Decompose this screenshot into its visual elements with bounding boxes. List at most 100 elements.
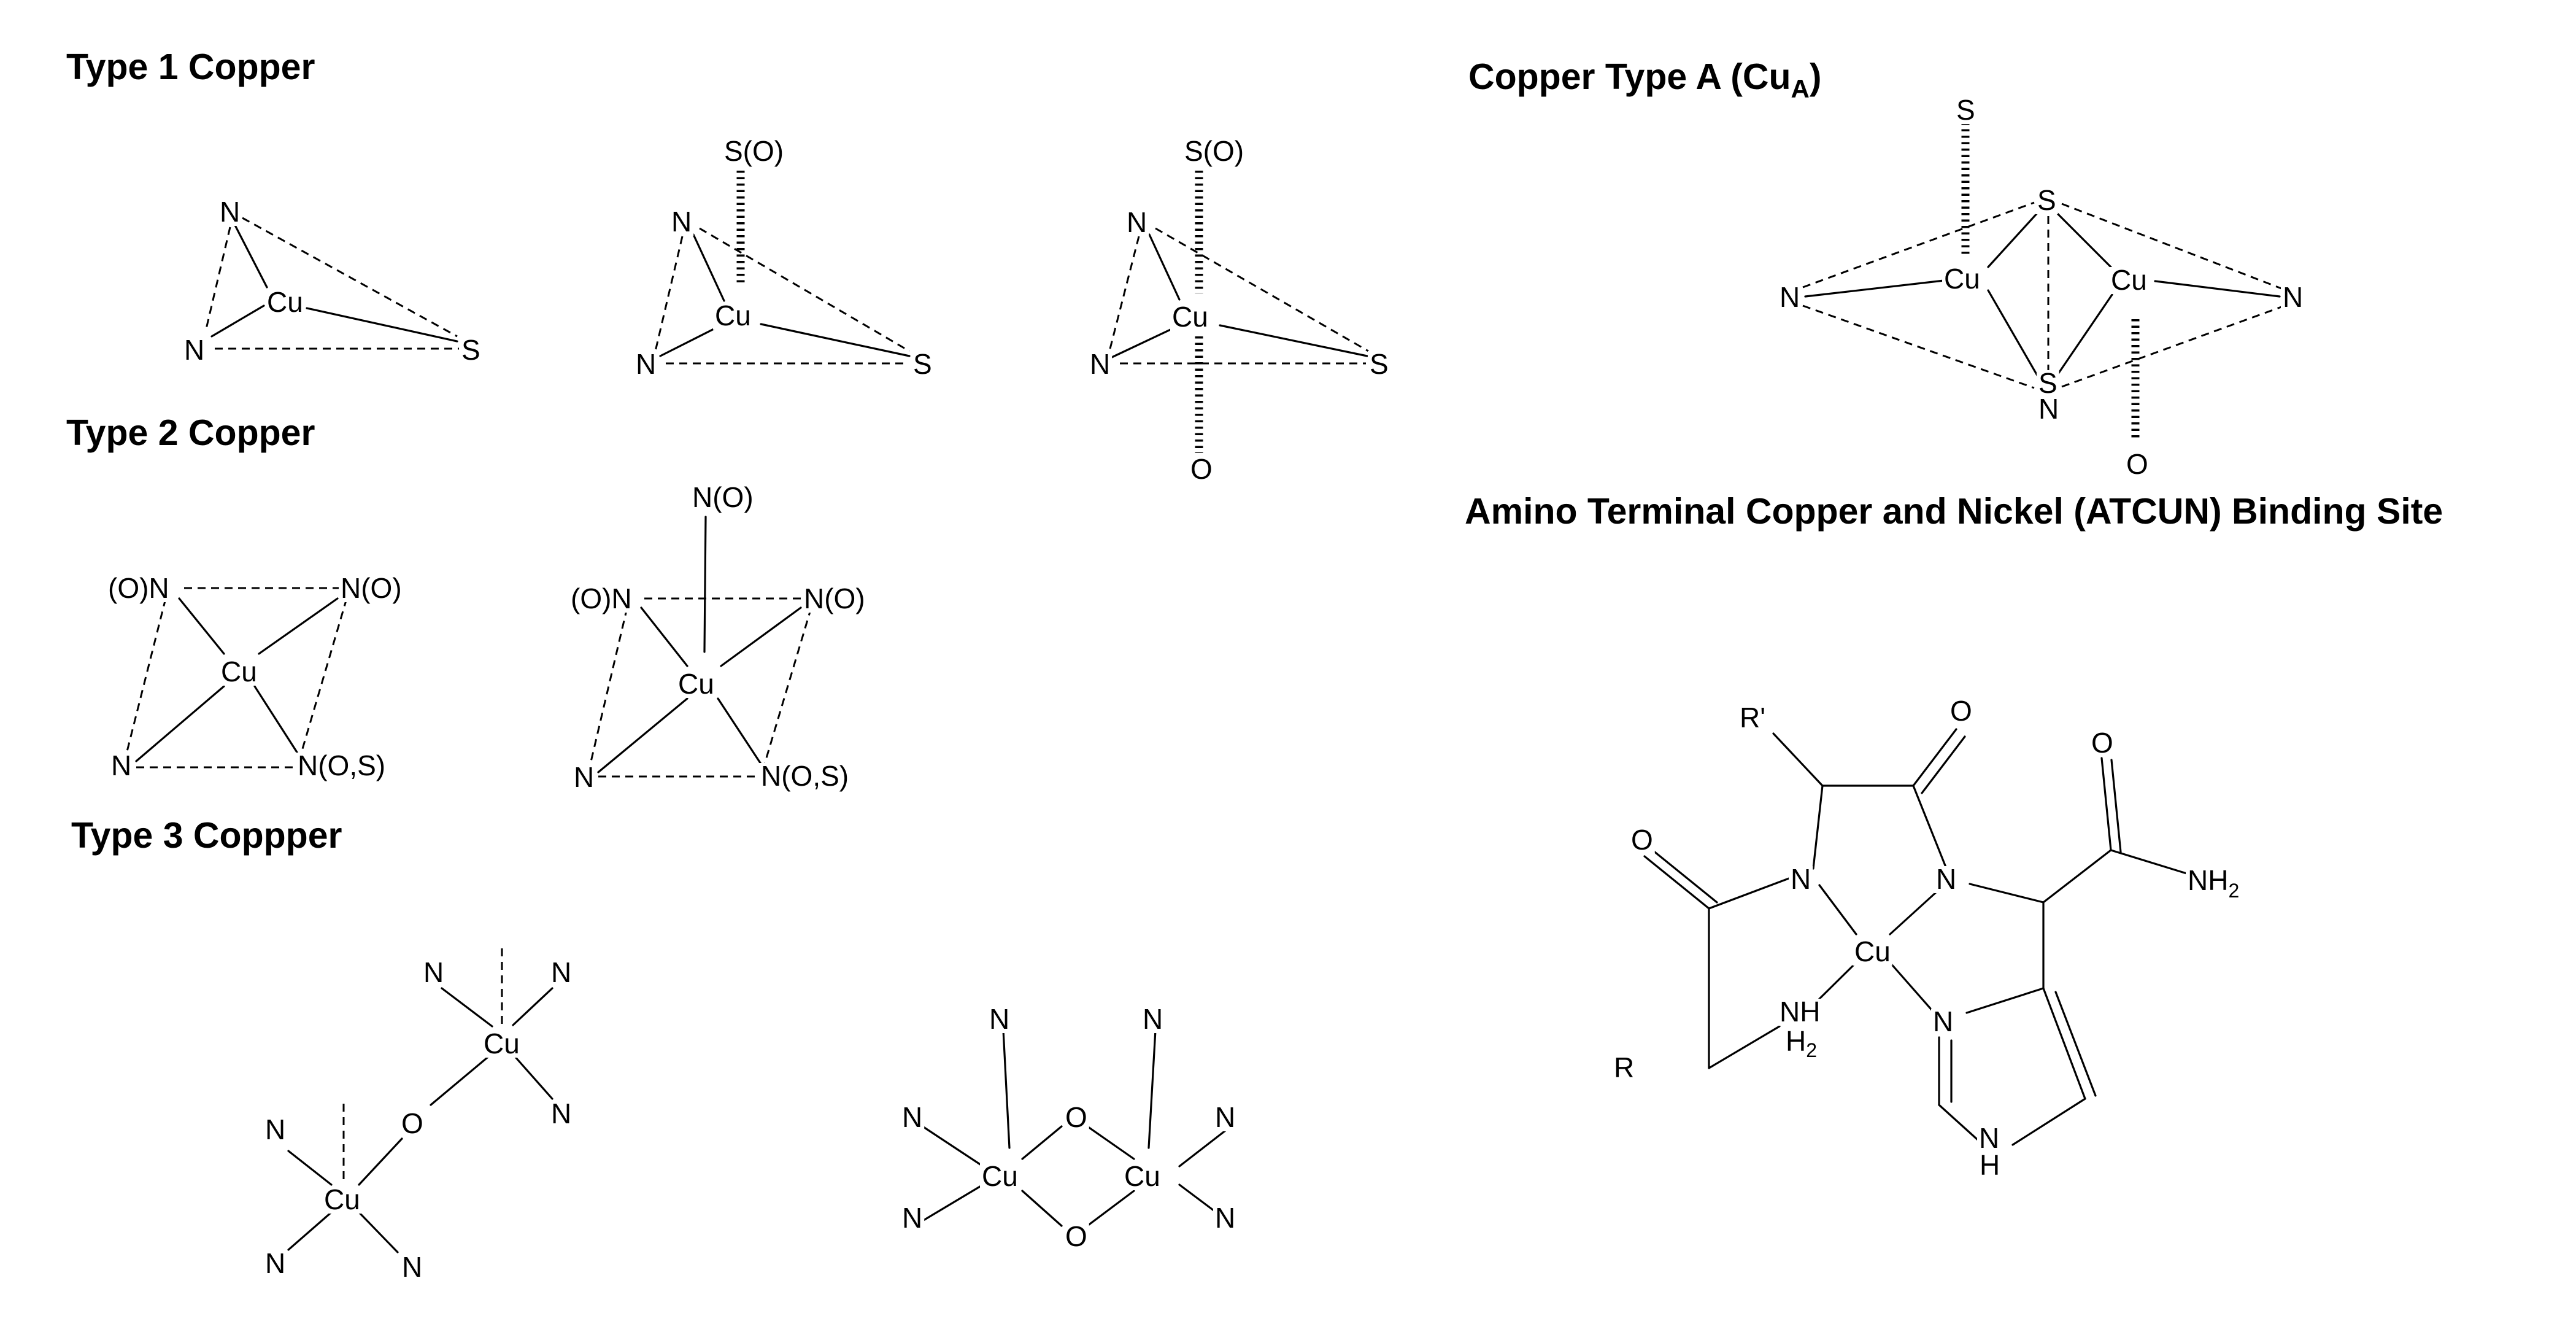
nos-atom: N(O,S) bbox=[298, 749, 385, 781]
n-atom: N bbox=[636, 348, 656, 380]
label-mask bbox=[900, 1104, 925, 1131]
cua-heading-close: ) bbox=[1810, 56, 1822, 97]
cua-structure: S S Cu Cu N N S N O bbox=[1778, 94, 2305, 480]
label-mask bbox=[296, 753, 388, 780]
o-atom: O bbox=[1190, 453, 1213, 485]
atcun-structure: Cu N N N NH H2 NH2 N H O O O R' R bbox=[1612, 695, 2242, 1181]
n-atom: N bbox=[551, 1098, 571, 1129]
label-mask bbox=[802, 586, 867, 613]
n-atom: N bbox=[989, 1003, 1009, 1035]
o-atom: O bbox=[2126, 448, 2148, 480]
r-group: R bbox=[1614, 1051, 1634, 1083]
cu-atom: Cu bbox=[1172, 301, 1208, 333]
label-mask bbox=[399, 1110, 425, 1137]
cu-atom: Cu bbox=[678, 668, 714, 700]
label-mask bbox=[263, 1250, 288, 1277]
nh-label: NH bbox=[1780, 996, 1820, 1028]
type3-heading: Type 3 Coppper bbox=[71, 815, 342, 856]
cu-atom: Cu bbox=[2111, 264, 2147, 296]
label-mask bbox=[900, 1205, 925, 1232]
cu-atom: Cu bbox=[221, 656, 257, 687]
no-atom: N(O) bbox=[804, 583, 865, 614]
label-mask bbox=[460, 337, 482, 364]
label-mask bbox=[1931, 1009, 1956, 1036]
s-atom: S bbox=[1370, 348, 1389, 380]
h-atom: H bbox=[1980, 1149, 2000, 1181]
label-mask bbox=[1122, 1163, 1162, 1190]
cua-heading-main: Copper Type A (Cu bbox=[1468, 56, 1791, 97]
n-atom: N bbox=[265, 1247, 285, 1279]
label-mask bbox=[1213, 1104, 1238, 1131]
n-atom: N bbox=[902, 1101, 922, 1133]
label-mask bbox=[1778, 999, 1822, 1026]
cu-atom: Cu bbox=[982, 1160, 1018, 1192]
atcun-heading: Amino Terminal Copper and Nickel (ATCUN)… bbox=[1465, 491, 2443, 532]
label-mask bbox=[1954, 97, 1977, 124]
n-atom: N bbox=[551, 956, 571, 988]
type2-structure-square-planar: (O)N N(O) Cu N N(O,S) bbox=[106, 572, 404, 781]
cu-atom: Cu bbox=[1944, 263, 1980, 295]
label-mask bbox=[2124, 451, 2150, 478]
label-mask bbox=[911, 351, 934, 378]
type2-heading: Type 2 Copper bbox=[66, 412, 315, 453]
label-mask bbox=[2035, 187, 2058, 214]
label-mask bbox=[722, 138, 786, 165]
label-mask bbox=[2089, 730, 2115, 757]
label-mask bbox=[759, 763, 851, 790]
subscript-two: 2 bbox=[2228, 880, 2239, 902]
n-atom: N bbox=[2038, 393, 2059, 425]
label-mask bbox=[2281, 284, 2305, 311]
nos-atom: N(O,S) bbox=[761, 760, 849, 792]
s-atom: S bbox=[913, 348, 932, 380]
cu-atom: Cu bbox=[324, 1183, 360, 1215]
label-mask bbox=[1063, 1104, 1089, 1131]
on-atom: (O)N bbox=[571, 583, 632, 614]
label-mask bbox=[690, 484, 755, 511]
cua-heading: Copper Type A (CuA) bbox=[1468, 56, 1822, 103]
n-atom: N bbox=[1215, 1202, 1235, 1234]
s-atom: S bbox=[1956, 94, 1975, 126]
label-mask bbox=[1942, 266, 1982, 293]
label-mask bbox=[322, 1187, 362, 1214]
nh-label: NH bbox=[2188, 864, 2228, 896]
label-mask bbox=[676, 671, 716, 698]
nh2-group: NH bbox=[1780, 996, 1820, 1028]
label-mask bbox=[1213, 1205, 1238, 1232]
s-atom: S bbox=[2037, 184, 2056, 216]
label-mask bbox=[2186, 867, 2242, 900]
o-atom: O bbox=[1950, 695, 1972, 727]
so-atom: S(O) bbox=[724, 135, 784, 167]
o-atom: O bbox=[1065, 1101, 1087, 1133]
type3-structure-bis-mu-oxo: Cu Cu O O N N N N N N bbox=[900, 1003, 1238, 1252]
label-mask bbox=[980, 1163, 1020, 1190]
cu-atom: Cu bbox=[1854, 935, 1891, 967]
label-mask bbox=[109, 753, 134, 780]
label-mask bbox=[422, 959, 446, 986]
n-atom: N bbox=[2283, 281, 2303, 313]
o-atom: O bbox=[2091, 727, 2113, 759]
no-atom: N(O) bbox=[341, 572, 402, 604]
n-atom: N bbox=[1936, 863, 1956, 895]
label-mask bbox=[549, 1101, 574, 1128]
n-atom: N bbox=[111, 749, 131, 781]
label-mask bbox=[1784, 1028, 1819, 1059]
type1-structure-trigonal: Cu N N S bbox=[182, 196, 482, 366]
r-prime-group: R' bbox=[1740, 702, 1765, 734]
label-mask bbox=[1853, 939, 1892, 966]
n-atom: N bbox=[1780, 281, 1800, 313]
label-mask bbox=[219, 659, 259, 686]
label-mask bbox=[218, 199, 242, 226]
subscript-two: 2 bbox=[1806, 1039, 1817, 1061]
o-atom: O bbox=[1631, 824, 1653, 856]
label-mask bbox=[482, 1031, 522, 1058]
label-mask bbox=[265, 289, 305, 316]
label-mask bbox=[1141, 1006, 1165, 1033]
label-mask bbox=[1978, 1152, 2002, 1179]
label-mask bbox=[549, 959, 574, 986]
label-mask bbox=[569, 586, 634, 613]
o-atom: O bbox=[1065, 1220, 1087, 1252]
label-mask bbox=[713, 303, 753, 330]
amide-nh2-group: NH2 bbox=[2188, 864, 2239, 902]
type1-structure-tetrahedral: S(O) Cu N N S bbox=[634, 135, 934, 380]
s-atom: S bbox=[461, 334, 480, 366]
